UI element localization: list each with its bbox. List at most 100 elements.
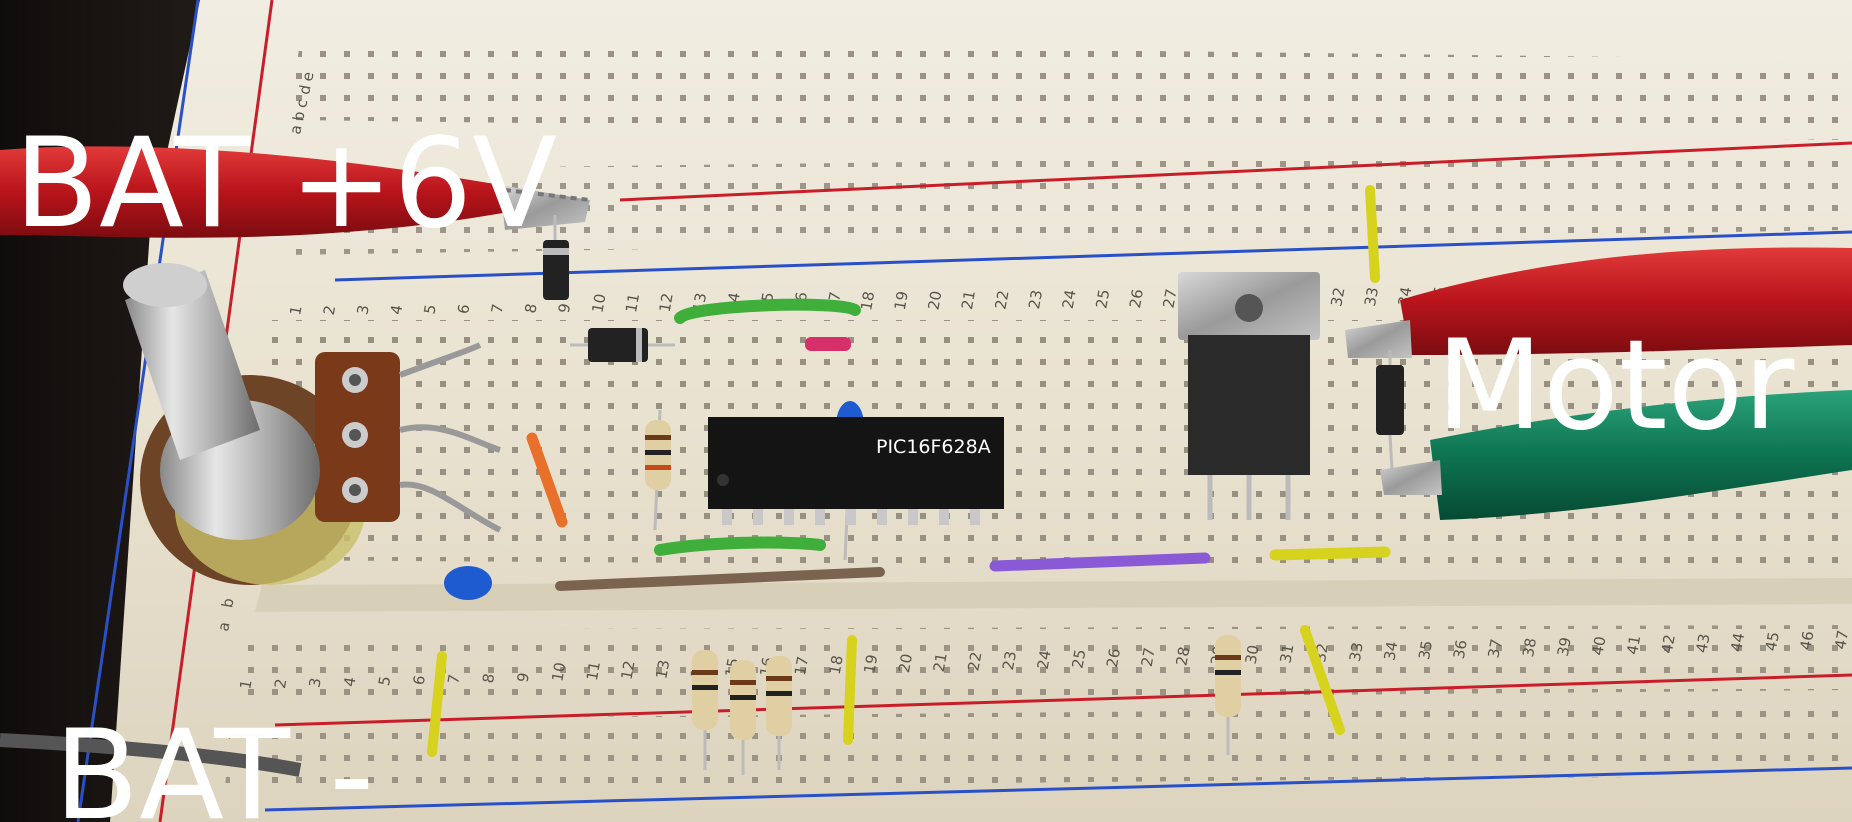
motor-green-clip xyxy=(1380,390,1852,520)
resistor-bottom-2 xyxy=(730,660,756,775)
battery-positive-label: BAT +6V xyxy=(14,112,558,256)
battery-negative-label: BAT - xyxy=(54,704,375,822)
board-number: 12 xyxy=(656,292,677,314)
capacitor-blue-left xyxy=(444,566,492,600)
rail-blue-left xyxy=(76,0,200,822)
battery-negative-lead xyxy=(0,733,302,777)
rail-red-top xyxy=(619,141,1852,202)
row-letter: a xyxy=(214,621,233,633)
pot-lead-3 xyxy=(399,481,502,533)
board-number: 7 xyxy=(444,673,463,686)
row-letter: a xyxy=(286,124,305,136)
board-number: 10 xyxy=(589,292,610,314)
board-number: 17 xyxy=(791,655,812,677)
board-number: 4 xyxy=(340,676,359,689)
diode-top-1 xyxy=(543,215,569,300)
chip-pins xyxy=(722,509,980,525)
board-number: 7 xyxy=(488,302,507,315)
wire-green-top xyxy=(674,298,861,324)
resistor-red-small xyxy=(805,337,851,351)
wire-purple xyxy=(989,552,1211,572)
board-number: 10 xyxy=(548,661,569,683)
board-number: 35 xyxy=(1415,639,1436,661)
board-number: 3 xyxy=(353,304,372,317)
board-number: 40 xyxy=(1589,635,1610,657)
board-number: 6 xyxy=(454,303,473,316)
board-number: 8 xyxy=(479,672,498,685)
board-number: 43 xyxy=(1693,632,1714,654)
chip-pin xyxy=(815,509,825,525)
motor-label: Motor xyxy=(1436,314,1795,458)
chip-pin xyxy=(877,509,887,525)
board-number: 8 xyxy=(521,302,540,315)
chip-pin xyxy=(908,509,918,525)
board-number: 38 xyxy=(1519,637,1540,659)
board-number: 12 xyxy=(618,659,639,681)
board-number: 27 xyxy=(1160,287,1181,309)
diode-motor xyxy=(1376,350,1404,471)
wire-green-bottom xyxy=(654,536,826,556)
board-number: 30 xyxy=(1242,644,1263,666)
board-number: 18 xyxy=(826,654,847,676)
rail-blue-bottom xyxy=(264,766,1852,812)
board-number: 46 xyxy=(1797,630,1818,652)
board-number: 25 xyxy=(1068,648,1089,670)
board-number: 9 xyxy=(514,671,533,684)
breadboard-holes-top xyxy=(290,40,1852,140)
rail-red-bottom xyxy=(274,673,1852,727)
row-letter: b xyxy=(218,597,237,610)
board-number: 21 xyxy=(958,289,979,311)
board-number: 20 xyxy=(924,289,945,311)
board-number: 23 xyxy=(1025,289,1046,311)
board-number: 2 xyxy=(320,304,339,317)
board-number: 1 xyxy=(236,678,255,691)
board-number: 9 xyxy=(555,302,574,315)
board-number: 36 xyxy=(1450,638,1471,660)
resistor-bottom-3 xyxy=(766,656,792,770)
board-number: 42 xyxy=(1658,633,1679,655)
board-number: 37 xyxy=(1485,637,1506,659)
chip-pin xyxy=(846,509,856,525)
board-number: 20 xyxy=(895,652,916,674)
board-number: 5 xyxy=(375,675,394,688)
breadboard-holes-lower xyxy=(230,625,1852,705)
board-number: 27 xyxy=(1138,646,1159,668)
row-letter: d xyxy=(295,83,314,96)
chip-label: PIC16F628A xyxy=(876,436,991,458)
resistor-bottom-1 xyxy=(692,650,718,770)
board-number: 26 xyxy=(1103,647,1124,669)
mosfet xyxy=(1178,272,1320,520)
chip-pin xyxy=(722,509,732,525)
board-number: 2 xyxy=(271,677,290,690)
board-number: 32 xyxy=(1327,286,1348,308)
row-letter: e xyxy=(298,70,317,82)
breadboard-holes-rail-top xyxy=(285,150,1852,255)
board-number: 18 xyxy=(857,290,878,312)
board-number: 26 xyxy=(1126,288,1147,310)
diode-top-2 xyxy=(570,328,675,362)
board-number: 22 xyxy=(992,289,1013,311)
chip-pin xyxy=(753,509,763,525)
battery-positive-clip xyxy=(0,146,591,238)
wire-yellow-bottom-2 xyxy=(843,635,857,745)
wire-yellow-middle xyxy=(1269,546,1391,561)
board-number: 19 xyxy=(891,290,912,312)
board-number: 4 xyxy=(387,303,406,316)
board-number: 13 xyxy=(652,658,673,680)
board-number: 39 xyxy=(1554,636,1575,658)
board-number: 28 xyxy=(1172,645,1193,667)
resistor-left xyxy=(645,409,671,531)
board-number: 22 xyxy=(964,650,985,672)
board-number: 11 xyxy=(622,292,643,314)
board-number: 19 xyxy=(860,653,881,675)
board-number: 5 xyxy=(421,303,440,316)
board-number: 41 xyxy=(1623,634,1644,656)
resistor-bottom-4 xyxy=(1215,635,1241,755)
chip-pin xyxy=(939,509,949,525)
board-number: 33 xyxy=(1346,641,1367,663)
board-number: 47 xyxy=(1831,629,1852,651)
board-number: 45 xyxy=(1762,630,1783,652)
board-number: 24 xyxy=(1034,649,1055,671)
